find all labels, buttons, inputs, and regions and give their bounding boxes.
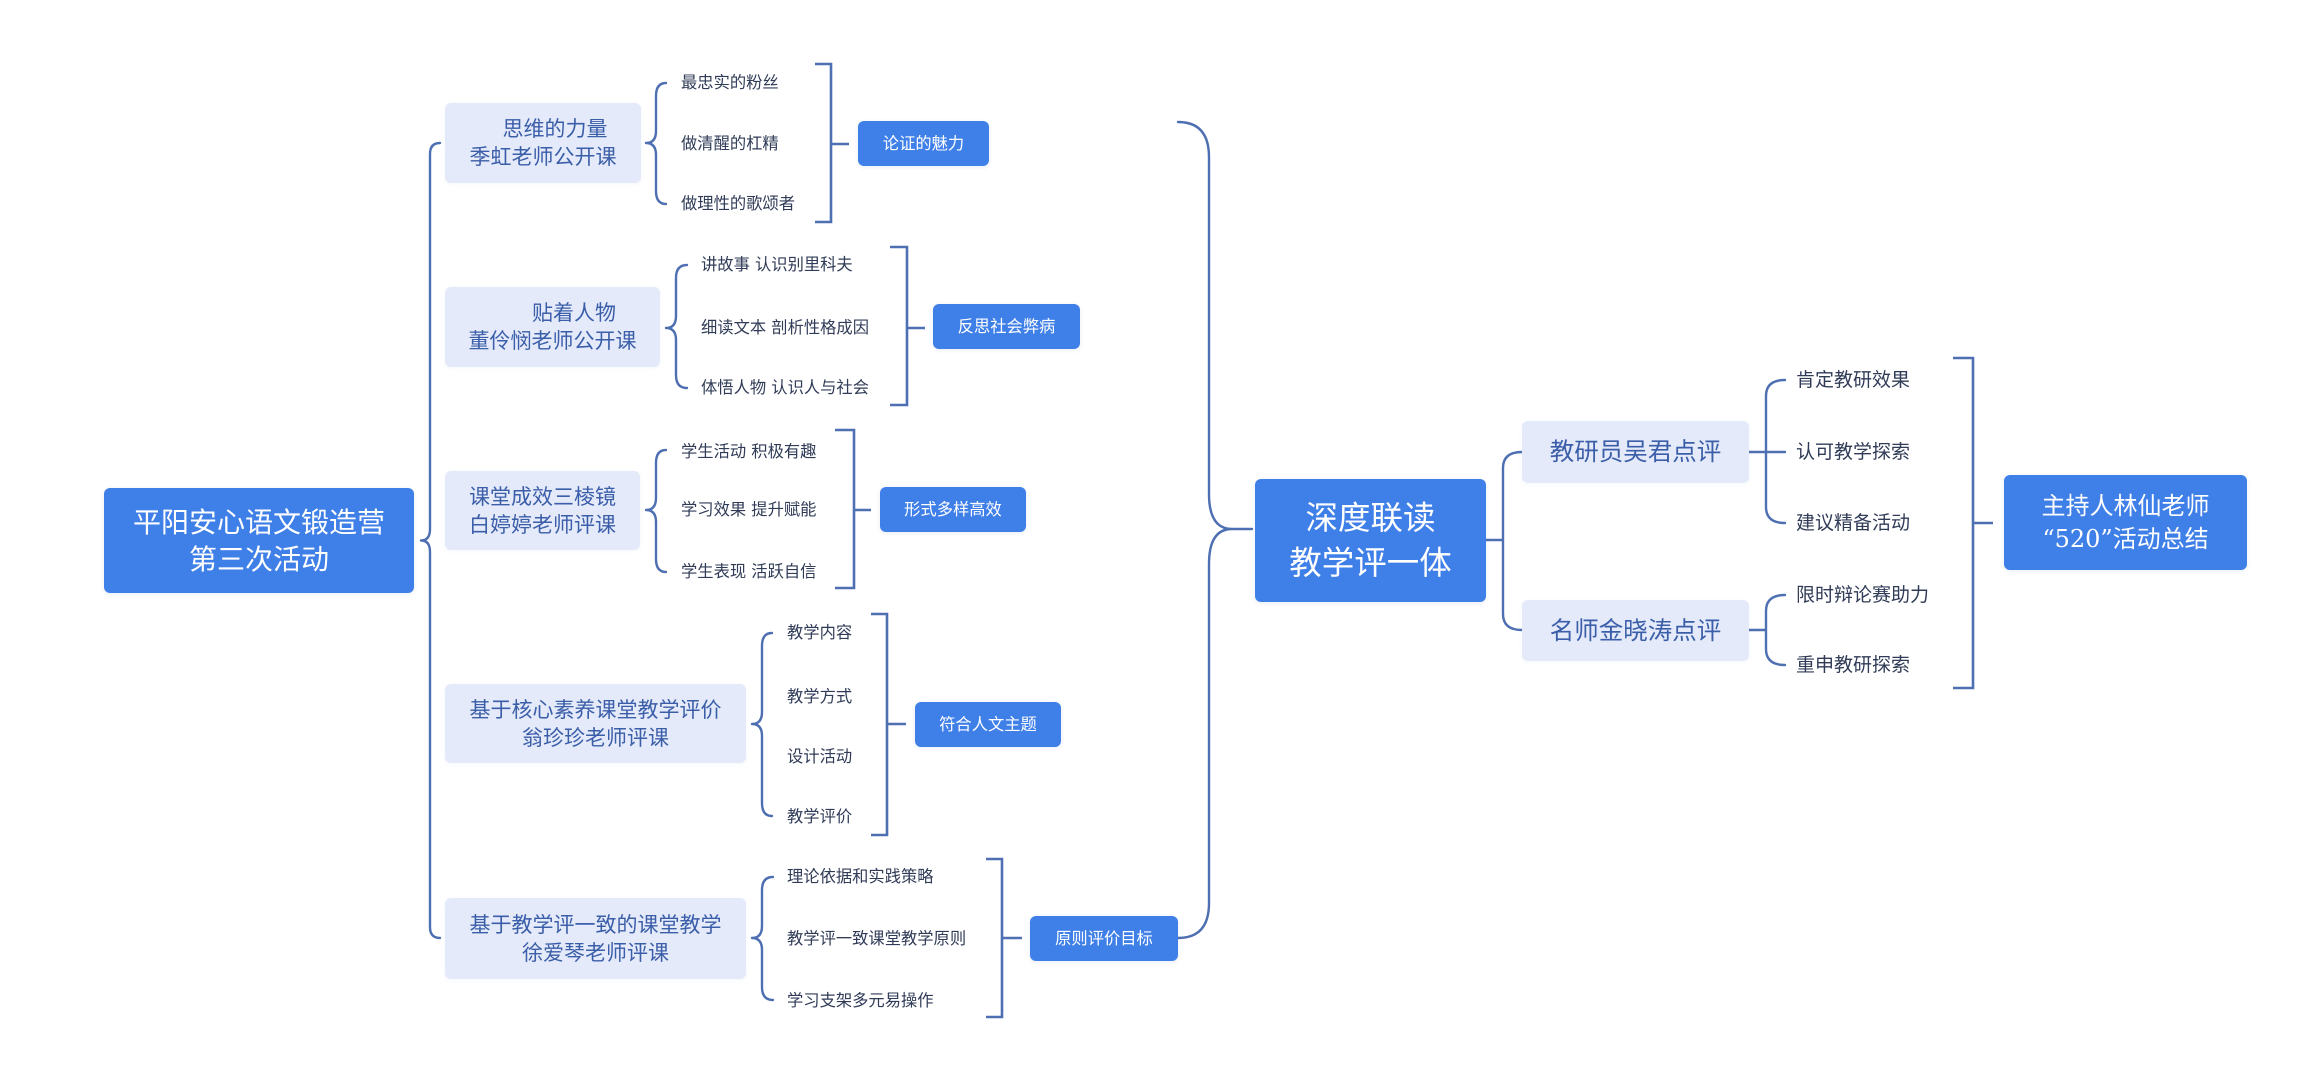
session-node-text: 课堂成效三棱镜 白婷婷老师评课 xyxy=(469,483,616,539)
summaries-to-theme-brace xyxy=(1176,120,1254,940)
conclusion-title: “520”活动总结 xyxy=(2042,524,2209,553)
session-point: 学生活动 积极有趣 xyxy=(681,442,817,461)
session-node: 课堂成效三棱镜 白婷婷老师评课 xyxy=(445,471,640,550)
session-node: 思维的力量 季虹老师公开课 xyxy=(445,103,641,183)
conclusion-host: 主持人林仙老师 xyxy=(2041,491,2210,520)
session-point: 理论依据和实践策略 xyxy=(787,867,934,886)
session-point: 教学评价 xyxy=(787,807,853,826)
conclusion-node-text: 主持人林仙老师 “520”活动总结 xyxy=(2042,490,2210,556)
session-4-summary-bracket xyxy=(871,612,906,837)
session-5-summary-bracket xyxy=(986,857,1022,1019)
theme-node: 深度联读 教学评一体 xyxy=(1255,479,1486,602)
session-point: 最忠实的粉丝 xyxy=(681,73,779,92)
root-to-sessions-brace xyxy=(419,141,442,940)
session-3-points-brace xyxy=(644,448,668,574)
session-summary-node: 论证的魅力 xyxy=(858,121,989,166)
review-point: 限时辩论赛助力 xyxy=(1796,584,1930,606)
theme-title: 深度联读 xyxy=(1305,498,1436,537)
session-summary-node: 形式多样高效 xyxy=(880,487,1026,532)
review-1-points-connector xyxy=(1747,378,1787,525)
session-point: 做清醒的杠精 xyxy=(681,134,779,153)
session-4-points-brace xyxy=(750,631,774,818)
session-teacher: 董伶悯老师公开课 xyxy=(468,329,637,353)
root-node-text: 平阳安心语文锻造营 第三次活动 xyxy=(133,504,385,578)
theme-subtitle: 教学评一体 xyxy=(1289,543,1452,582)
session-2-summary-bracket xyxy=(890,245,925,407)
session-node: 基于核心素养课堂教学评价 翁珍珍老师评课 xyxy=(445,684,746,763)
review-2-points-connector xyxy=(1747,593,1787,667)
theme-to-reviews-connector xyxy=(1484,450,1524,632)
session-teacher: 徐爱琴老师评课 xyxy=(522,940,669,965)
session-point: 细读文本 剖析性格成因 xyxy=(701,318,869,337)
session-node: 基于教学评一致的课堂教学 徐爱琴老师评课 xyxy=(445,898,746,979)
reviews-to-conclusion-bracket xyxy=(1953,356,1993,690)
conclusion-node: 主持人林仙老师 “520”活动总结 xyxy=(2004,475,2247,570)
root-subtitle: 第三次活动 xyxy=(188,542,329,576)
review-node: 教研员吴君点评 xyxy=(1522,421,1749,483)
session-summary-node: 反思社会弊病 xyxy=(933,304,1080,349)
session-topic: 思维的力量 xyxy=(502,117,608,141)
session-summary-node: 原则评价目标 xyxy=(1030,916,1178,961)
theme-node-text: 深度联读 教学评一体 xyxy=(1289,496,1452,586)
session-topic: 基于核心素养课堂教学评价 xyxy=(469,697,722,722)
session-1-points-brace xyxy=(644,81,668,206)
session-teacher: 白婷婷老师评课 xyxy=(469,512,616,537)
session-summary-node: 符合人文主题 xyxy=(915,702,1061,747)
session-point: 学生表现 活跃自信 xyxy=(681,562,817,581)
session-topic: 课堂成效三棱镜 xyxy=(469,484,616,509)
session-5-points-brace xyxy=(750,875,775,1002)
session-point: 教学方式 xyxy=(787,687,853,706)
session-point: 学习效果 提升赋能 xyxy=(681,500,817,519)
review-node: 名师金晓涛点评 xyxy=(1522,600,1749,661)
session-topic: 贴着人物 xyxy=(532,301,616,325)
review-point: 肯定教研效果 xyxy=(1796,369,1911,391)
session-point: 讲故事 认识别里科夫 xyxy=(701,255,853,274)
session-teacher: 季虹老师公开课 xyxy=(469,145,617,169)
session-3-summary-bracket xyxy=(835,428,871,590)
session-point: 做理性的歌颂者 xyxy=(681,194,795,213)
session-topic: 基于教学评一致的课堂教学 xyxy=(469,912,722,937)
session-teacher: 翁珍珍老师评课 xyxy=(522,725,669,750)
session-point: 设计活动 xyxy=(787,747,853,766)
session-2-points-brace xyxy=(664,263,689,390)
session-node: 贴着人物 董伶悯老师公开课 xyxy=(445,287,660,367)
root-node: 平阳安心语文锻造营 第三次活动 xyxy=(104,488,414,593)
session-node-text: 贴着人物 董伶悯老师公开课 xyxy=(469,299,637,355)
session-node-text: 基于教学评一致的课堂教学 徐爱琴老师评课 xyxy=(470,911,722,967)
session-point: 教学内容 xyxy=(787,623,853,642)
session-1-summary-bracket xyxy=(815,62,849,224)
review-point: 建议精备活动 xyxy=(1796,512,1911,534)
session-point: 学习支架多元易操作 xyxy=(787,991,934,1010)
review-point: 认可教学探索 xyxy=(1796,441,1911,463)
session-point: 体悟人物 认识人与社会 xyxy=(701,378,869,397)
session-node-text: 基于核心素养课堂教学评价 翁珍珍老师评课 xyxy=(470,696,722,752)
review-point: 重申教研探索 xyxy=(1796,654,1911,676)
root-title: 平阳安心语文锻造营 xyxy=(132,505,385,539)
session-point: 教学评一致课堂教学原则 xyxy=(787,929,967,948)
session-node-text: 思维的力量 季虹老师公开课 xyxy=(470,115,617,171)
